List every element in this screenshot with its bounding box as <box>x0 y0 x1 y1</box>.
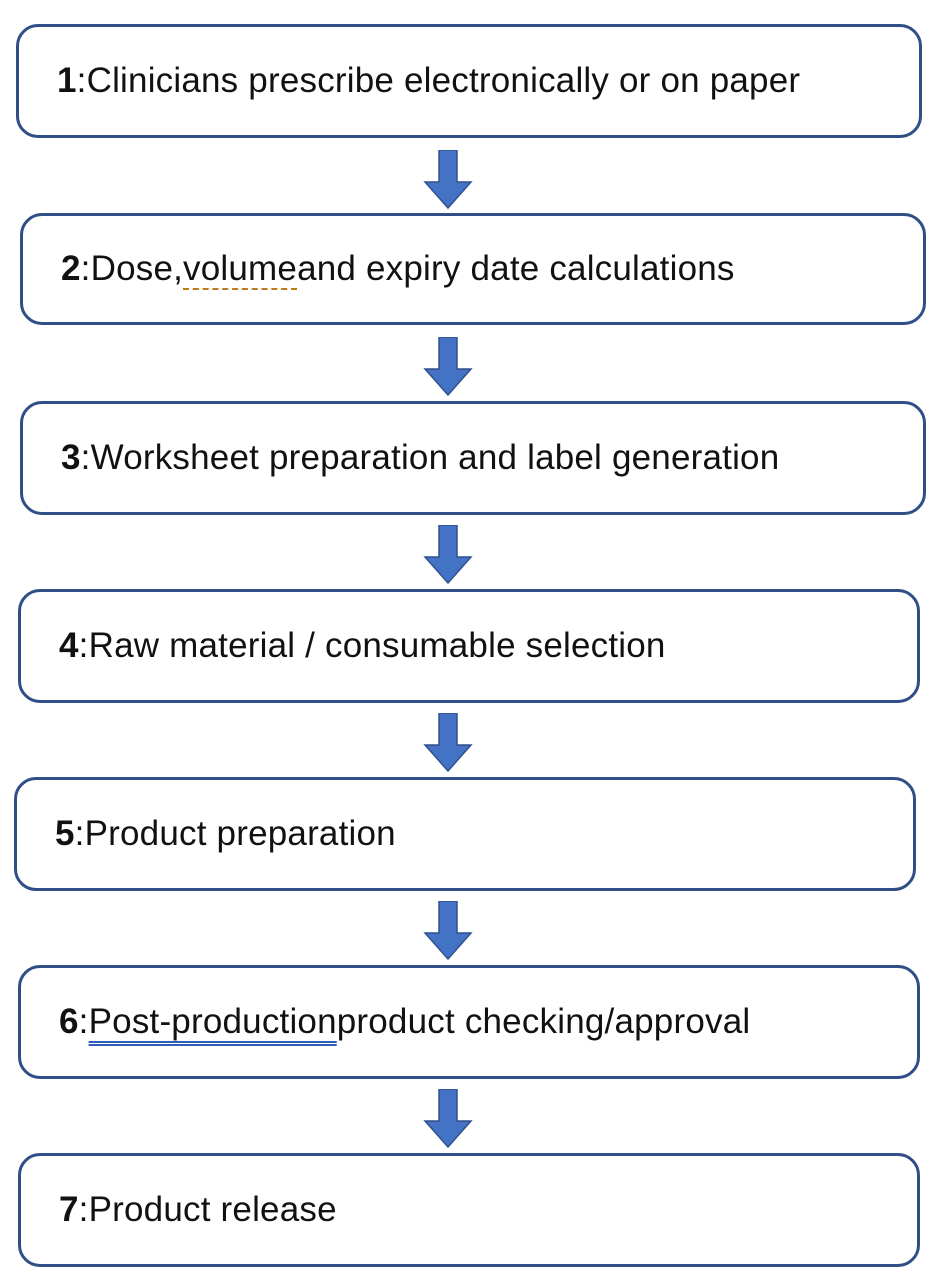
step-1-box: 1: Clinicians prescribe electronically o… <box>16 24 922 138</box>
step-6-text-end: product checking/approval <box>336 1002 751 1041</box>
step-6-number: 6 <box>59 1002 79 1041</box>
step-5-text: Product preparation <box>84 814 396 853</box>
step-6-underlined-word: Post-production <box>88 1002 337 1041</box>
arrow-down-icon <box>423 337 473 397</box>
step-7-number: 7 <box>59 1190 79 1229</box>
step-4-text: Raw material / consumable selection <box>88 626 666 665</box>
step-1-text: Clinicians prescribe electronically or o… <box>86 61 801 100</box>
step-5-box: 5: Product preparation <box>14 777 916 891</box>
arrow-down-icon <box>423 1089 473 1149</box>
step-2-text-end: and expiry date calculations <box>297 249 735 288</box>
step-7-text: Product release <box>88 1190 337 1229</box>
step-4-number: 4 <box>59 626 79 665</box>
arrow-down-icon <box>423 713 473 773</box>
step-1-number: 1 <box>57 61 77 100</box>
step-1-separator: : <box>76 61 87 100</box>
step-6-box: 6: Post-production product checking/appr… <box>18 965 920 1079</box>
step-3-box: 3: Worksheet preparation and label gener… <box>20 401 926 515</box>
step-2-underlined-word: volume <box>183 249 298 288</box>
step-5-separator: : <box>74 814 85 853</box>
step-2-box: 2: Dose, volume and expiry date calculat… <box>20 213 926 325</box>
arrow-down-icon <box>423 525 473 585</box>
step-3-number: 3 <box>61 438 81 477</box>
step-2-text-start: Dose, <box>90 249 184 288</box>
step-7-separator: : <box>78 1190 89 1229</box>
arrow-down-icon <box>423 150 473 210</box>
step-6-separator: : <box>78 1002 89 1041</box>
step-3-text: Worksheet preparation and label generati… <box>90 438 780 477</box>
arrow-down-icon <box>423 901 473 961</box>
step-4-separator: : <box>78 626 89 665</box>
step-7-box: 7: Product release <box>18 1153 920 1267</box>
step-2-number: 2 <box>61 249 81 288</box>
step-2-separator: : <box>80 249 91 288</box>
step-3-separator: : <box>80 438 91 477</box>
step-4-box: 4: Raw material / consumable selection <box>18 589 920 703</box>
step-5-number: 5 <box>55 814 75 853</box>
